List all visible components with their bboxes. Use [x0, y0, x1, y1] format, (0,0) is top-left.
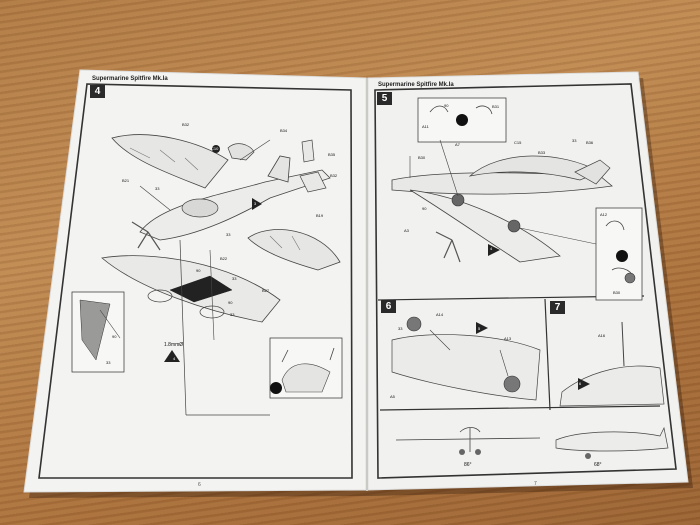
part-label: B35	[328, 152, 336, 157]
part-label: B22	[220, 256, 228, 261]
part-label: 33	[398, 326, 403, 331]
step-7-badge: 7	[550, 301, 565, 314]
step-4-badge: 4	[90, 85, 105, 98]
part-label: 33	[106, 360, 111, 365]
part-label: A3	[404, 228, 409, 233]
part-label: 33	[226, 232, 231, 237]
part-label: A12	[600, 212, 608, 217]
part-label: 3	[254, 201, 257, 206]
part-label: B27	[262, 288, 270, 293]
part-label: 86°	[464, 462, 472, 468]
part-label: A16	[598, 333, 606, 338]
part-label: 33	[232, 276, 237, 281]
part-label: A13	[504, 336, 512, 341]
right-page-number: 7	[534, 481, 537, 487]
part-label: B32	[182, 122, 190, 127]
right-page-title: Supermarine Spitfire Mk.Ia	[378, 82, 454, 88]
left-page-title: Supermarine Spitfire Mk.Ia	[92, 76, 168, 82]
part-label: 5	[478, 326, 481, 331]
part-label: B30	[613, 290, 621, 295]
part-label: C15	[514, 140, 522, 145]
part-label: B31	[492, 104, 500, 109]
part-label: 33	[230, 312, 235, 317]
step-5-badge: 5	[377, 92, 392, 105]
part-label: A14	[436, 312, 444, 317]
part-label: 1.8mmØ	[164, 342, 184, 348]
part-label: 90	[112, 334, 117, 339]
left-page-number: 6	[198, 482, 201, 488]
part-label: 90	[228, 300, 233, 305]
part-label: A11	[422, 124, 429, 129]
part-label: 4	[173, 356, 176, 361]
part-label: B30	[418, 155, 426, 160]
part-label: B32	[330, 173, 338, 178]
part-label: A7	[455, 142, 460, 147]
part-label: B36	[586, 140, 594, 145]
part-label: 33	[155, 186, 160, 191]
part-label: B34	[280, 128, 288, 133]
part-label: C10	[211, 146, 219, 151]
part-label: 6	[579, 381, 582, 386]
part-label: B21	[122, 178, 130, 183]
part-label: 33	[572, 138, 577, 143]
part-label: B33	[538, 150, 546, 155]
part-label: 90	[422, 206, 427, 211]
part-label: 68°	[594, 462, 602, 468]
part-label: 90	[196, 268, 201, 273]
part-label: B19	[316, 213, 324, 218]
step-6-badge: 6	[381, 300, 396, 313]
part-label: 90	[444, 103, 449, 108]
part-label: 4	[490, 246, 493, 251]
part-label: A5	[390, 394, 395, 399]
